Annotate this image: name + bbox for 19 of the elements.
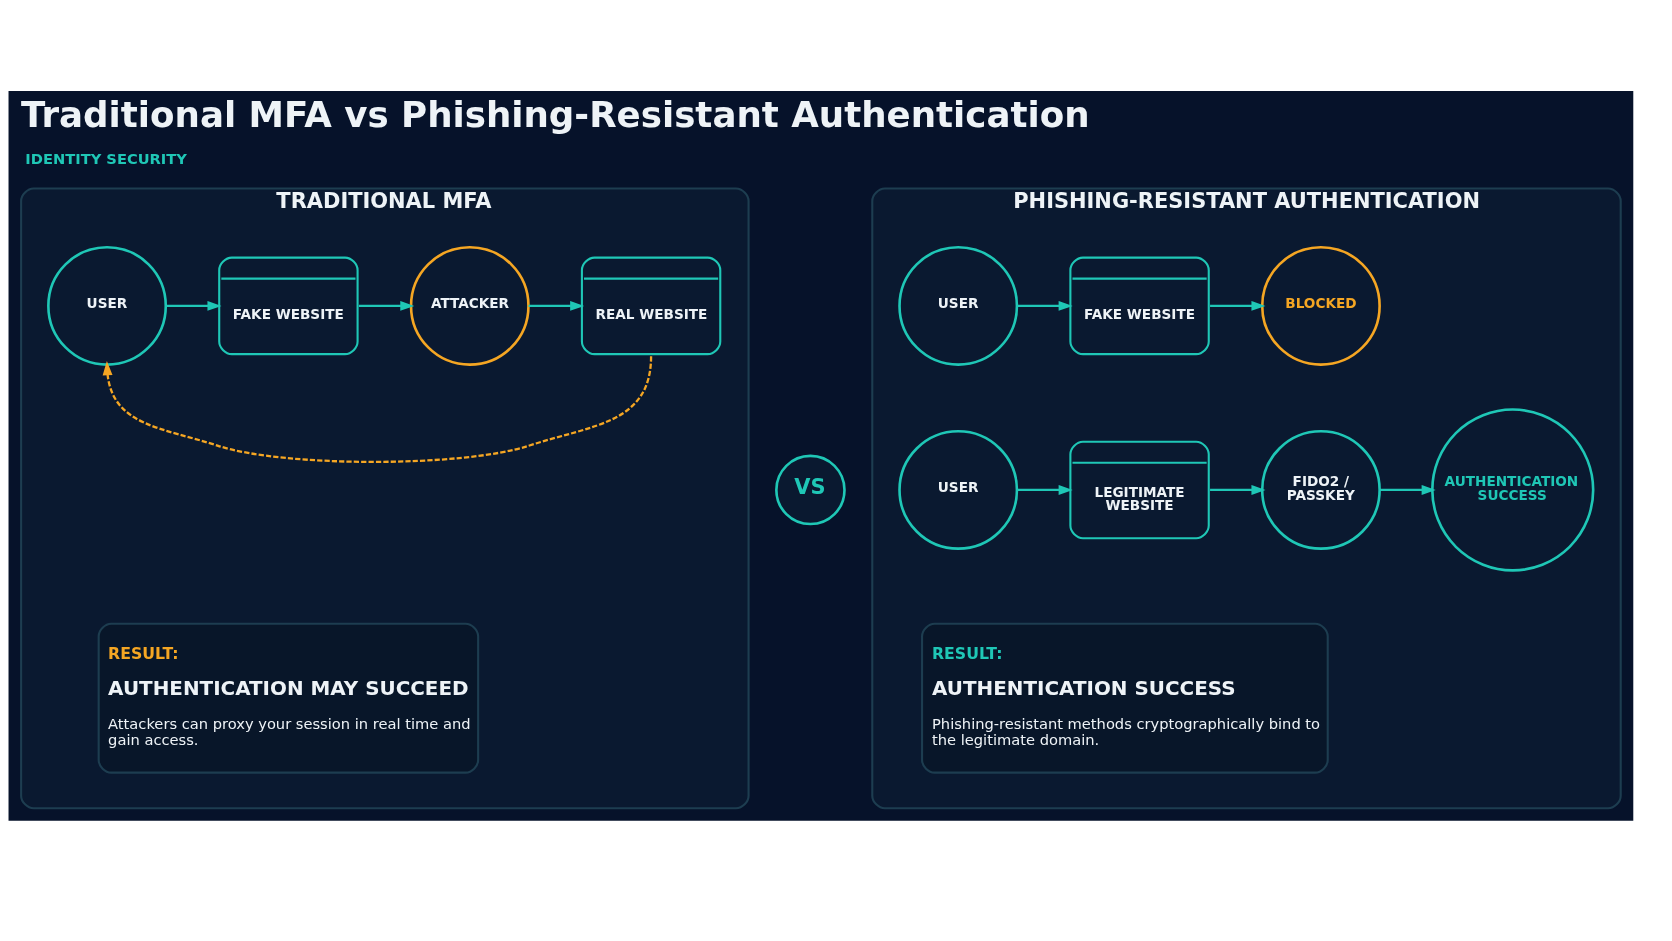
node-circle: USER	[47, 245, 168, 366]
node-circle: ATTACKER	[409, 245, 530, 366]
arrow	[1379, 484, 1436, 495]
node-circle: VS	[775, 454, 846, 525]
arrow	[528, 300, 585, 311]
node-circle: FIDO2 / PASSKEY	[1260, 429, 1381, 550]
node-circle: BLOCKED	[1260, 245, 1381, 366]
node-circle: USER	[898, 245, 1019, 366]
label: IDENTITY SECURITY	[25, 149, 187, 167]
arrow	[1017, 300, 1073, 311]
node-circle: AUTHENTICATION SUCCESS	[1431, 407, 1595, 572]
arrow	[358, 300, 415, 311]
diagram-title: Traditional MFA vs Phishing-Resistant Authentication	[21, 93, 1090, 135]
arrow	[165, 300, 222, 311]
arrow	[1017, 484, 1073, 495]
arrow	[102, 355, 653, 463]
arrow	[1210, 300, 1266, 311]
node-circle: USER	[898, 429, 1019, 550]
arrow	[1210, 484, 1266, 495]
